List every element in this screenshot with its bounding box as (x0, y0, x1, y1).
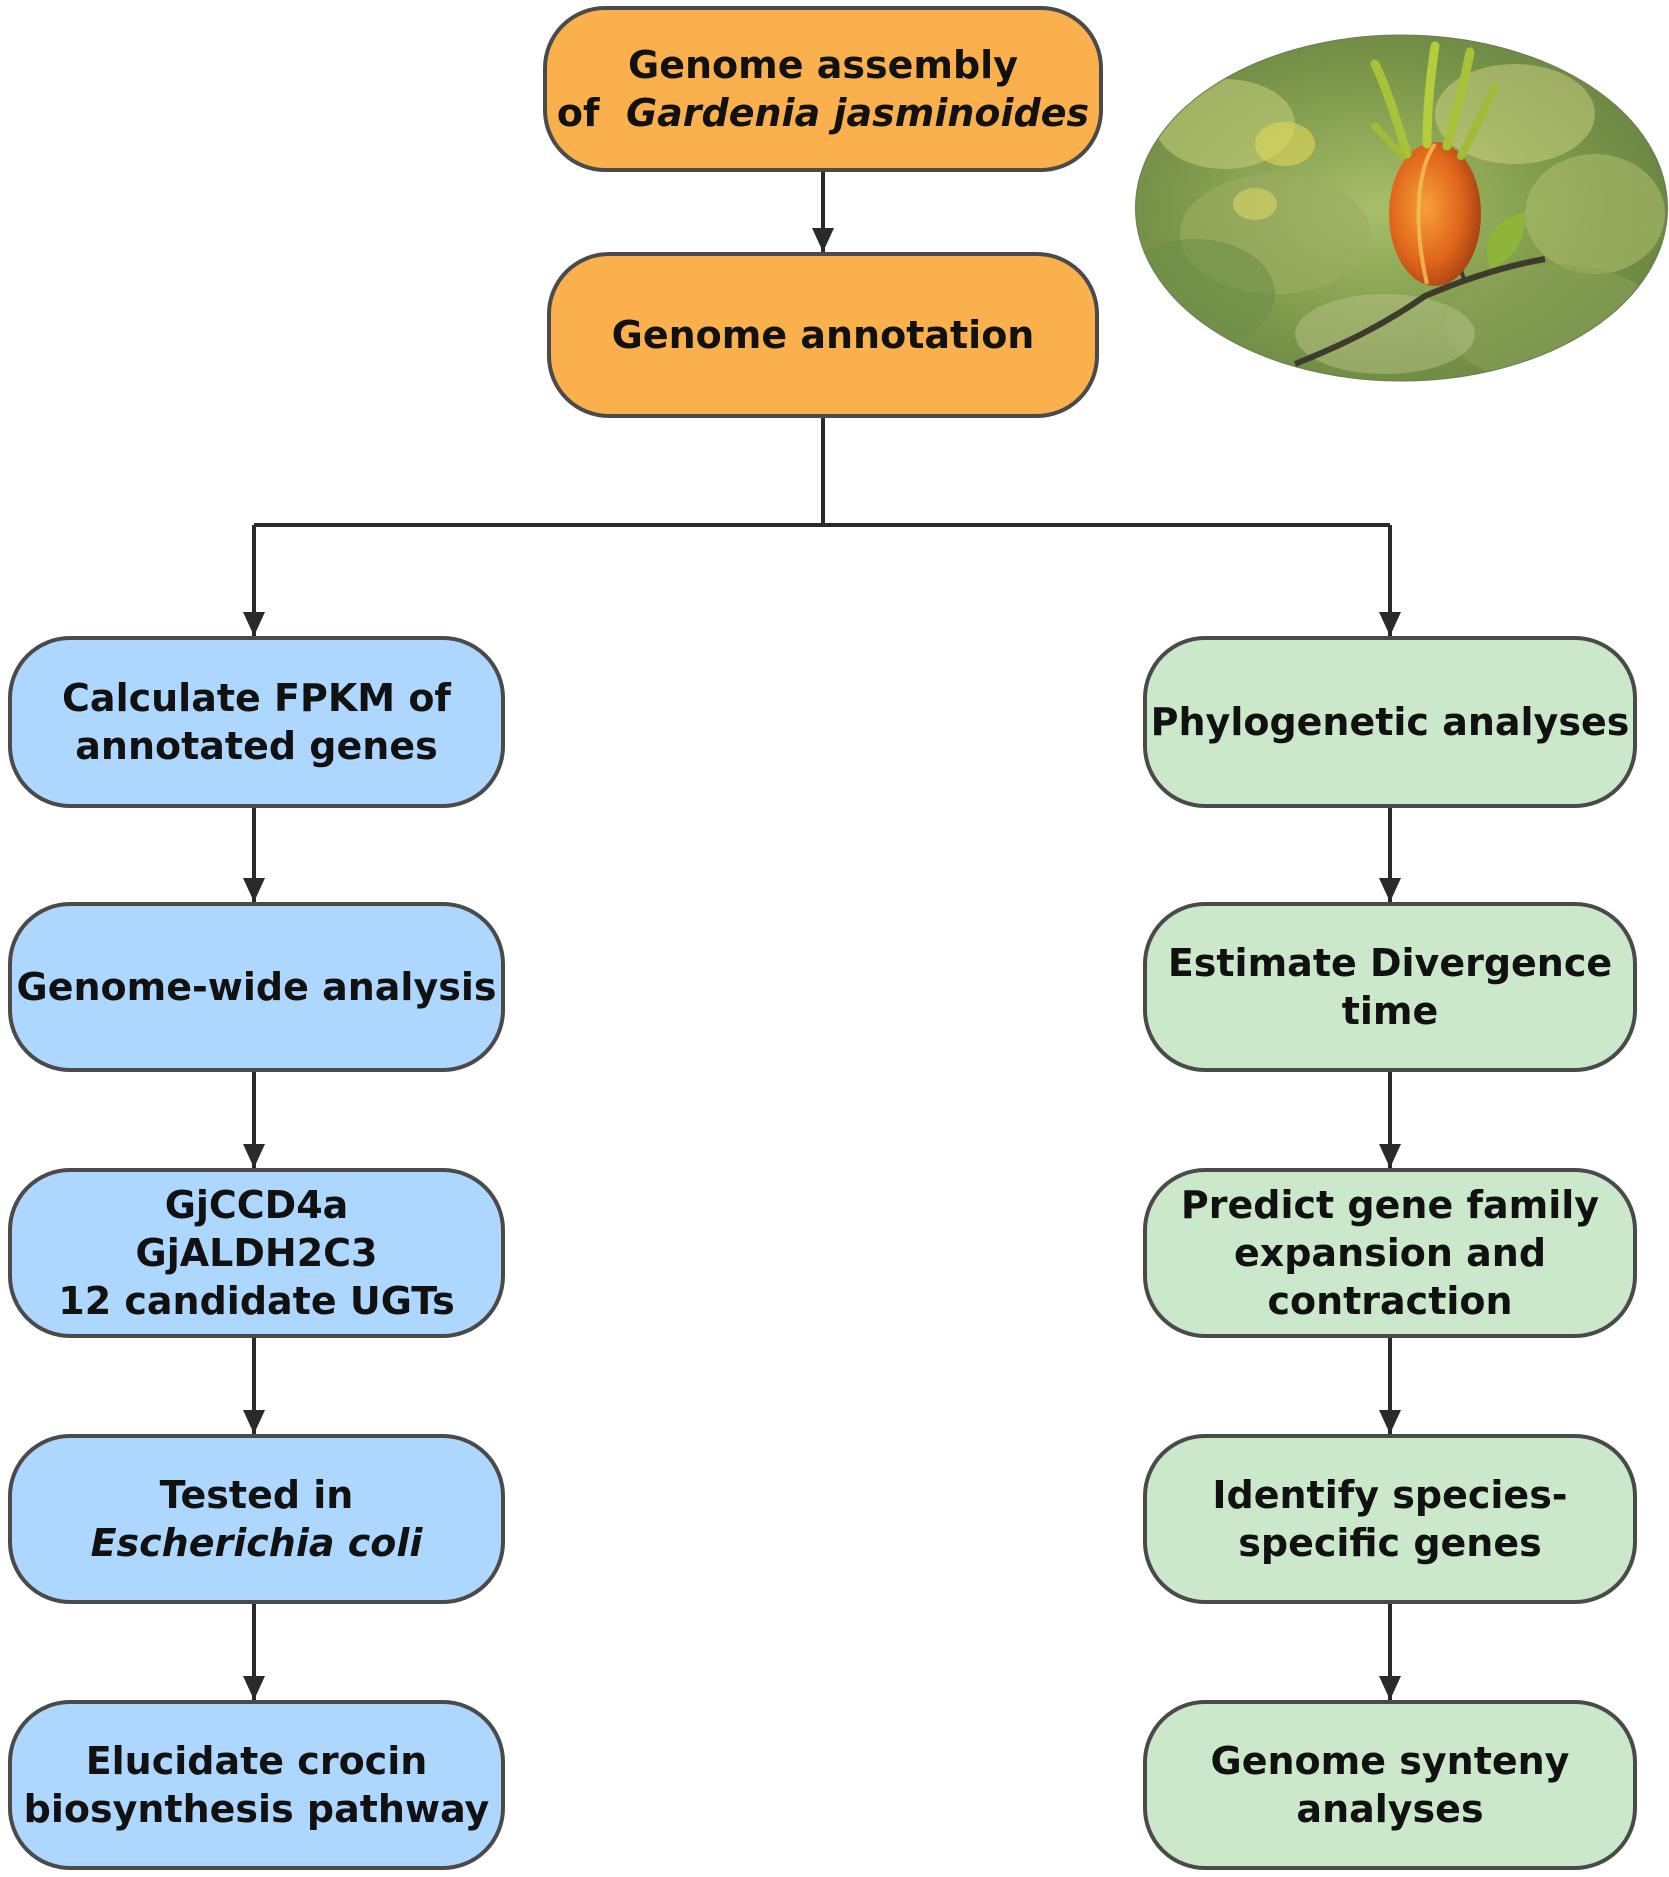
node-text-line: Genome synteny (1210, 1739, 1570, 1783)
node-text-line: Genome annotation (611, 313, 1035, 357)
divergence-time-node: Estimate Divergence time (1143, 902, 1637, 1072)
species-name: Escherichia coli (90, 1521, 423, 1565)
arrowhead (243, 1676, 265, 1700)
node-text-line: specific genes (1238, 1521, 1542, 1565)
node-text-line: of Gardenia jasminoides (557, 89, 1089, 137)
species-name: Gardenia jasminoides (625, 91, 1090, 135)
calculate-fpkm-node: Calculate FPKM of annotated genes (8, 636, 505, 808)
gardenia-fruit-photo (1135, 34, 1668, 382)
node-text-line: Identify species- (1212, 1473, 1568, 1517)
arrowhead (812, 228, 834, 252)
node-text-line: GjALDH2C3 (135, 1231, 378, 1275)
node-text-line: Phylogenetic analyses (1150, 700, 1630, 744)
arrowhead (1379, 878, 1401, 902)
node-text-line: Estimate Divergence (1167, 941, 1613, 985)
node-text-line: Calculate FPKM of (62, 676, 451, 720)
node-text-line: 12 candidate UGTs (58, 1279, 455, 1323)
genome-synteny-node: Genome synteny analyses (1143, 1700, 1637, 1870)
arrowhead (243, 878, 265, 902)
node-text-line: analyses (1296, 1787, 1484, 1831)
arrowhead (243, 1410, 265, 1434)
arrowhead (243, 612, 265, 636)
elucidate-crocin-node: Elucidate crocin biosynthesis pathway (8, 1700, 505, 1870)
tested-in-ecoli-node: Tested in Escherichia coli (8, 1434, 505, 1604)
gene-family-node: Predict gene family expansion and contra… (1143, 1168, 1637, 1338)
node-text-line: Elucidate crocin (85, 1739, 428, 1783)
arrowhead (1379, 612, 1401, 636)
node-text-line: time (1341, 989, 1439, 1033)
node-text-line: GjCCD4a (164, 1183, 349, 1227)
node-text-line: Genome assembly (628, 43, 1018, 87)
genome-assembly-node: Genome assembly of Gardenia jasminoides (543, 6, 1103, 172)
node-text-prefix: of (556, 91, 600, 135)
node-text-line: biosynthesis pathway (23, 1787, 490, 1831)
arrowhead (1379, 1676, 1401, 1700)
arrowhead (243, 1144, 265, 1168)
node-text-line: Genome-wide analysis (16, 965, 497, 1009)
phylogenetic-analyses-node: Phylogenetic analyses (1143, 636, 1637, 808)
node-text-line: annotated genes (75, 724, 438, 768)
genome-wide-analysis-node: Genome-wide analysis (8, 902, 505, 1072)
arrowhead (1379, 1144, 1401, 1168)
candidate-genes-node: GjCCD4a GjALDH2C3 12 candidate UGTs (8, 1168, 505, 1338)
node-text-line: Predict gene family (1180, 1183, 1600, 1227)
species-specific-genes-node: Identify species- specific genes (1143, 1434, 1637, 1604)
node-text-line: Tested in (159, 1473, 354, 1517)
node-text-line: expansion and (1233, 1231, 1547, 1275)
arrowhead (1379, 1410, 1401, 1434)
node-text-line: contraction (1267, 1279, 1513, 1323)
genome-annotation-node: Genome annotation (547, 252, 1099, 418)
